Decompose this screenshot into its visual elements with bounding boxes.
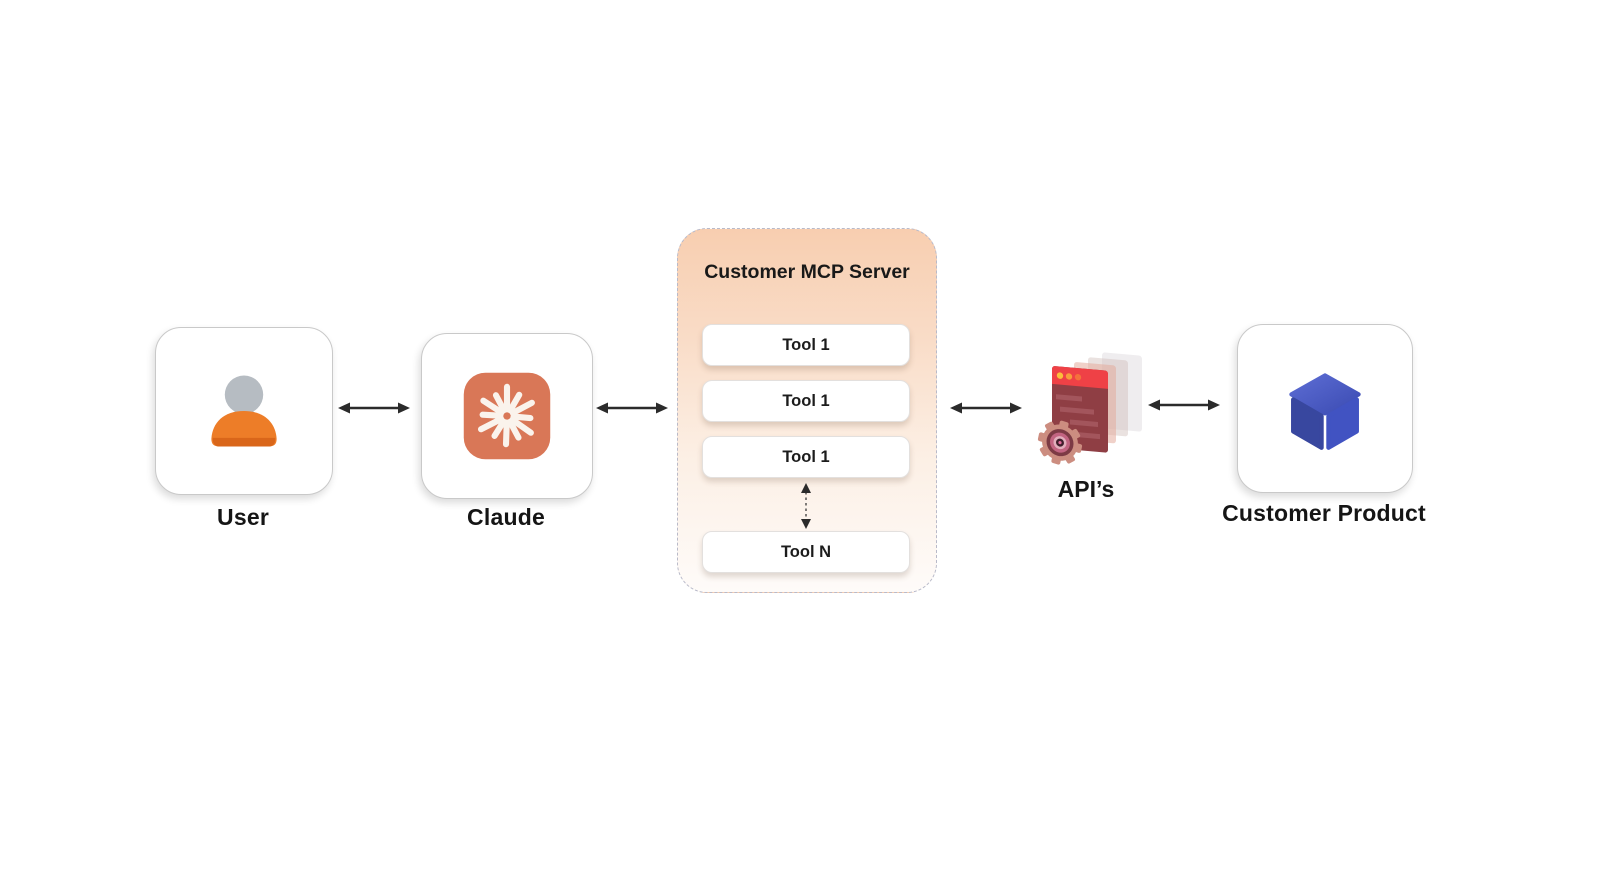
- tool-2-label: Tool 1: [782, 391, 830, 410]
- tool-box-2: Tool 1: [702, 380, 910, 422]
- claude-box: [421, 333, 593, 499]
- tools-ellipsis-dashed-double-arrow: [801, 483, 811, 529]
- tool-3-label: Tool 1: [782, 447, 830, 466]
- tool-box-1: Tool 1: [702, 324, 910, 366]
- tool-box-3: Tool 1: [702, 436, 910, 478]
- mcp-server-container: Customer MCP Server Tool 1 Tool 1 Tool 1…: [677, 228, 937, 593]
- user-claude-double-arrow: [338, 402, 410, 414]
- user-box: [155, 327, 333, 495]
- tool-n-label: Tool N: [780, 542, 832, 561]
- mcp-server-title: Customer MCP Server: [704, 261, 910, 283]
- customer-product-label: Customer Product: [1222, 500, 1426, 526]
- tool-1-label: Tool 1: [782, 335, 830, 354]
- person-icon: [211, 375, 277, 447]
- apis-label: API’s: [1057, 476, 1115, 502]
- cube-icon: [1289, 372, 1361, 450]
- gear-browser-window-icon: [1037, 352, 1142, 465]
- user-label: User: [217, 504, 269, 530]
- customer-product-box: [1237, 324, 1413, 493]
- claude-mcp-double-arrow: [596, 402, 668, 414]
- mcp-apis-double-arrow: [950, 402, 1022, 414]
- tool-box-n: Tool N: [702, 531, 910, 573]
- claude-starburst-icon: [463, 372, 551, 460]
- claude-label: Claude: [467, 504, 545, 530]
- apis-product-double-arrow: [1148, 399, 1220, 411]
